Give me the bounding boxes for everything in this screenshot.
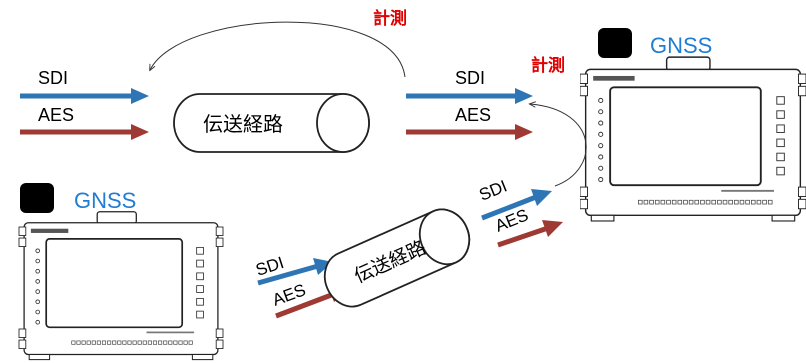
transmission-path-cylinder xyxy=(173,93,370,153)
analyzer-device-left xyxy=(18,210,224,361)
lower-output-sdi-arrow xyxy=(481,189,552,221)
analyzer-device-right xyxy=(580,56,806,222)
output-sdi-label: SDI xyxy=(455,68,485,88)
transmission-path-cylinder-lower: 伝送経路 xyxy=(323,208,471,308)
input-sdi-arrow xyxy=(20,88,149,104)
measure-label-right: 計測 xyxy=(531,55,565,75)
measure-arc-right xyxy=(530,104,587,187)
gnss-block-left xyxy=(20,183,54,213)
gnss-label-right: GNSS xyxy=(650,33,712,58)
input-aes-arrow xyxy=(20,124,149,140)
input-aes-label: AES xyxy=(38,105,74,125)
lower-output-sdi-label: SDI xyxy=(476,176,509,204)
output-aes-label: AES xyxy=(455,105,491,125)
output-aes-arrow xyxy=(406,124,533,140)
measure-arc xyxy=(150,21,406,78)
measure-label-top: 計測 xyxy=(373,8,407,28)
lower-output-aes-arrow xyxy=(497,220,563,248)
input-sdi-label: SDI xyxy=(38,68,68,88)
gnss-block-right xyxy=(598,28,632,58)
output-sdi-arrow xyxy=(406,88,533,104)
gnss-label-left: GNSS xyxy=(74,188,136,213)
transmission-path-label: 伝送経路 xyxy=(203,113,283,136)
